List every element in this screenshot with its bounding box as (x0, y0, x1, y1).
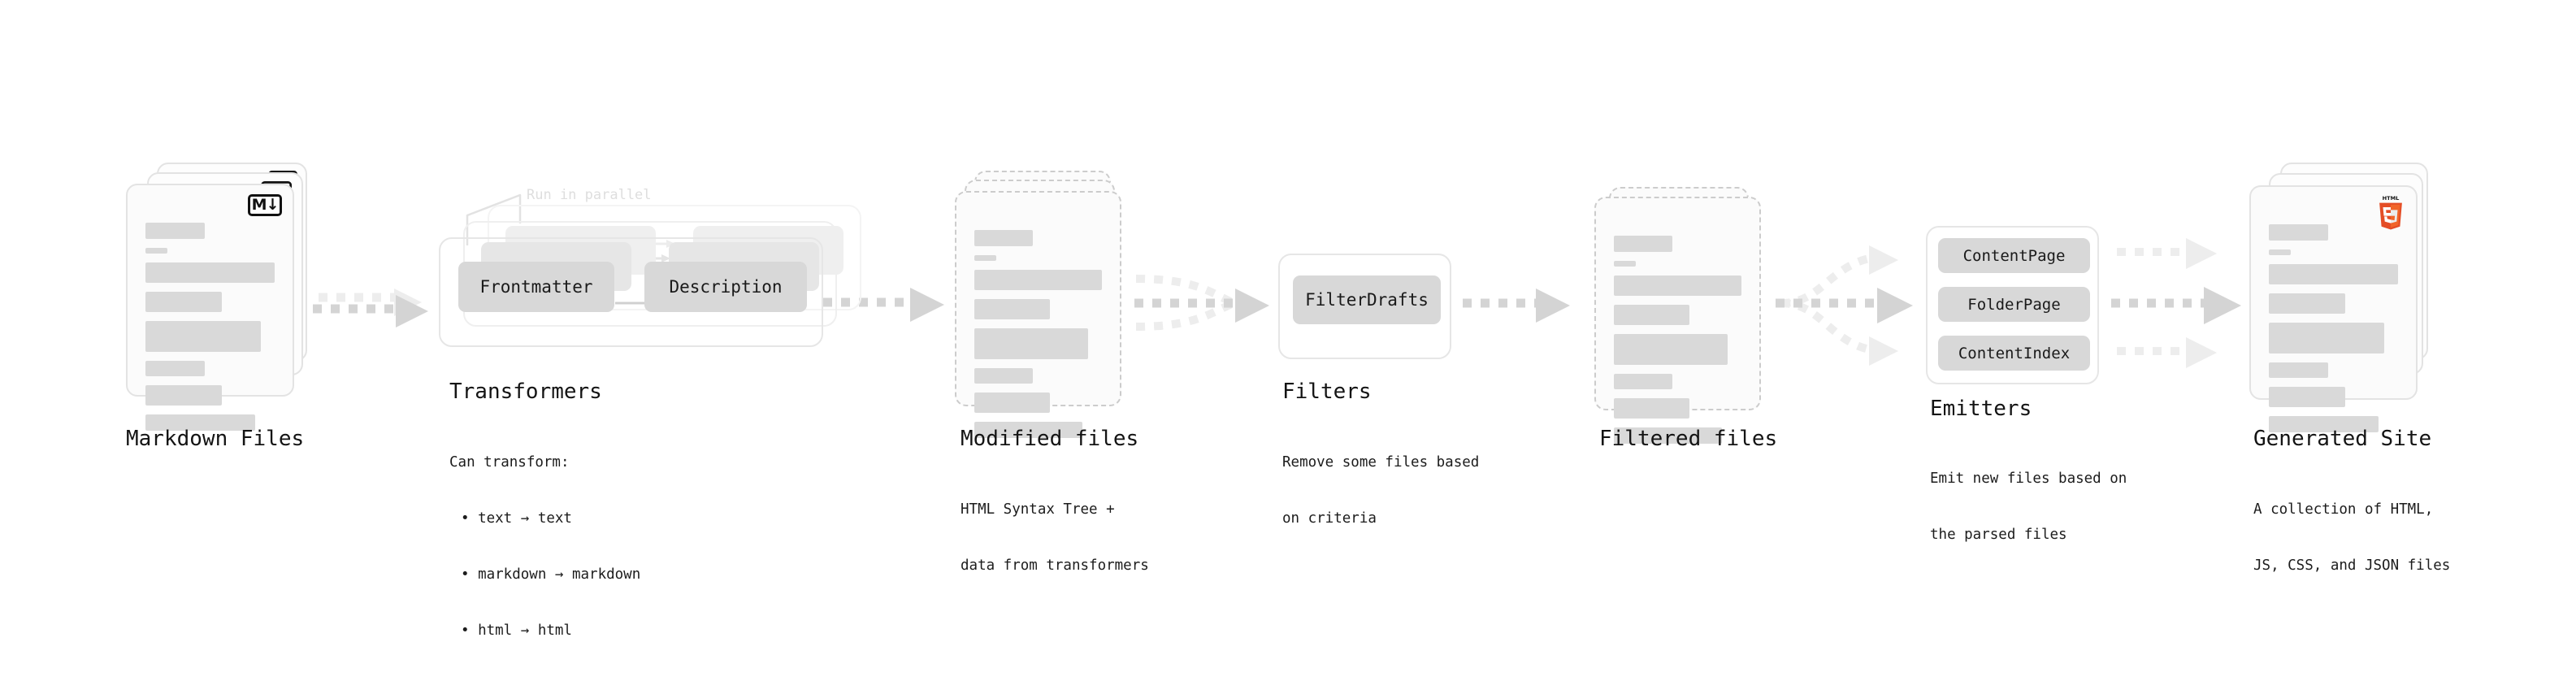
modified-card-front (955, 191, 1121, 438)
markdown-card-stack: M↓ M↓ M↓ (126, 163, 313, 431)
chip-filterdrafts[interactable]: FilterDrafts (1293, 275, 1441, 324)
stage-title-modified-files: Modified files (961, 427, 1139, 451)
caption-line: • text → text (461, 510, 572, 527)
connector-emitters-to-site (2111, 238, 2241, 368)
skeleton-bar (1614, 427, 1723, 444)
skeleton-bar (974, 422, 1083, 438)
caption-line: • html → html (461, 622, 572, 639)
chip-folderpage[interactable]: FolderPage (1938, 287, 2090, 322)
skeleton-bar (1614, 261, 1636, 267)
stage-title-transformers: Transformers (449, 380, 602, 404)
skeleton-bar (145, 321, 261, 352)
connector-modified-to-filters (1134, 275, 1269, 331)
site-card-stack: CSS HTML (2249, 163, 2436, 432)
svg-text:HTML: HTML (2383, 195, 2400, 202)
caption-line: data from transformers (961, 557, 1149, 574)
skeleton-bars (974, 230, 1102, 447)
skeleton-bar (974, 368, 1034, 384)
filtered-card-front (1594, 197, 1761, 444)
skeleton-bar (145, 385, 222, 406)
skeleton-bar (1614, 236, 1673, 252)
transformer-group-front[interactable]: Frontmatter Description (439, 237, 823, 347)
skeleton-bar (2269, 224, 2329, 241)
caption-line: JS, CSS, and JSON files (2253, 557, 2451, 574)
caption-line: HTML Syntax Tree + (961, 501, 1115, 518)
stage-caption-transformers: Can transform: • text → text • markdown … (449, 416, 640, 678)
chip-contentpage[interactable]: ContentPage (1938, 238, 2090, 273)
skeleton-bar (2269, 387, 2345, 407)
skeleton-bar (1614, 374, 1673, 389)
skeleton-bar (145, 292, 222, 312)
skeleton-bar (145, 414, 256, 431)
modified-card-stack (955, 171, 1142, 438)
stage-caption-filters: Remove some files based on criteria (1282, 416, 1479, 566)
stage-generated-site: CSS HTML (2249, 163, 2436, 432)
filtered-card-stack (1594, 187, 1781, 444)
emitters-group[interactable]: ContentPage FolderPage ContentIndex (1926, 226, 2099, 384)
skeleton-bar (2269, 249, 2292, 255)
annotation-run-in-parallel: Run in parallel (527, 187, 652, 203)
skeleton-bar (2269, 323, 2384, 354)
skeleton-bar (974, 299, 1050, 319)
skeleton-bar (1614, 398, 1689, 419)
skeleton-bar (1614, 275, 1741, 296)
skeleton-bar (145, 361, 206, 376)
skeleton-bar (2269, 362, 2329, 378)
caption-line: the parsed files (1930, 527, 2067, 543)
stage-caption-generated-site: A collection of HTML, JS, CSS, and JSON … (2253, 463, 2450, 613)
stage-title-generated-site: Generated Site (2253, 427, 2432, 451)
stage-caption-modified-files: HTML Syntax Tree + data from transformer… (961, 463, 1149, 613)
markdown-card-front: M↓ (126, 184, 294, 431)
skeleton-bar (974, 230, 1034, 246)
caption-line: • markdown → markdown (461, 566, 641, 583)
skeleton-bar (974, 270, 1102, 290)
filters-group[interactable]: FilterDrafts (1278, 254, 1451, 359)
skeleton-bar (145, 248, 168, 254)
skeleton-bars (145, 223, 275, 440)
site-card-html: HTML (2249, 185, 2418, 432)
skeleton-bar (974, 393, 1050, 413)
stage-title-emitters: Emitters (1930, 397, 2032, 421)
skeleton-bar (1614, 334, 1728, 365)
skeleton-bars (1614, 236, 1741, 453)
markdown-icon: M↓ (248, 194, 282, 216)
html5-icon: HTML (2379, 195, 2402, 230)
connector-filters-to-filtered (1463, 288, 1570, 323)
skeleton-bar (974, 255, 996, 261)
stage-title-filters: Filters (1282, 380, 1372, 404)
connector-md-to-transformers (313, 288, 428, 327)
caption-line: A collection of HTML, (2253, 501, 2434, 518)
skeleton-bar (2269, 293, 2345, 314)
caption-line: on criteria (1282, 510, 1377, 527)
chip-description[interactable]: Description (644, 262, 807, 312)
caption-line: Emit new files based on (1930, 471, 2127, 487)
chip-contentindex[interactable]: ContentIndex (1938, 336, 2090, 371)
skeleton-bar (2269, 264, 2398, 284)
skeleton-bar (2269, 416, 2379, 432)
skeleton-bar (1614, 305, 1689, 325)
stage-modified-files (955, 171, 1142, 438)
stage-filtered-files (1594, 187, 1781, 444)
stage-caption-emitters: Emit new files based on the parsed files (1930, 432, 2127, 582)
stage-title-filtered-files: Filtered files (1599, 427, 1778, 451)
chip-frontmatter[interactable]: Frontmatter (458, 262, 614, 312)
caption-line: Can transform: (449, 454, 570, 471)
connector-filtered-to-emitters (1776, 245, 1913, 366)
skeleton-bar (145, 223, 206, 239)
skeleton-bar (974, 328, 1088, 359)
skeleton-bars (2269, 224, 2398, 441)
caption-line: Remove some files based (1282, 454, 1480, 471)
skeleton-bar (145, 262, 275, 283)
stage-title-markdown-files: Markdown Files (126, 427, 305, 451)
stage-markdown-files: M↓ M↓ M↓ (126, 163, 313, 431)
